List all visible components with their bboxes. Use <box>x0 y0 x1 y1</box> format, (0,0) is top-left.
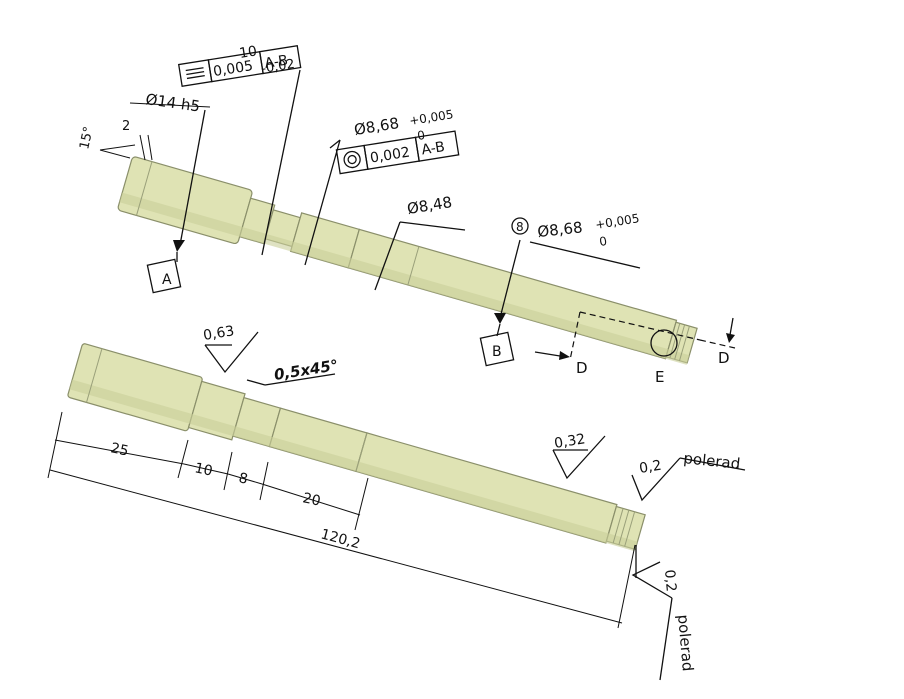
symmetry-datum: A-B <box>263 53 289 72</box>
dia-868-a-label: Ø8,68 <box>353 114 400 139</box>
bottom-shaft-view <box>67 343 646 552</box>
dia-868-a-lower: 0 <box>416 128 426 143</box>
dia-14-label: Ø14 h5 <box>144 90 201 115</box>
dia-868-a-upper: +0,005 <box>408 107 454 128</box>
symmetry-tolerance-frame: 0,005 A-B <box>177 45 302 88</box>
concentricity-frame: 0,002 A-B <box>335 130 460 175</box>
dia-868-b-upper: +0,005 <box>594 211 640 232</box>
dim-10-tolerance: -0,02 <box>260 57 296 77</box>
dia-868-b-lower: 0 <box>598 234 608 249</box>
roughness-02-a: 0,2 <box>638 458 662 477</box>
dia-848-label: Ø8,48 <box>406 193 453 218</box>
polerad-b: polerad <box>674 614 697 672</box>
section-d-left: D <box>576 359 588 377</box>
datum-a-label: A <box>162 272 172 288</box>
datum-a-box <box>146 258 182 294</box>
datum-b-label: B <box>492 344 502 360</box>
dim-10: 10 <box>193 460 214 479</box>
detail-e-circle <box>650 329 678 357</box>
dim-10-label: 10 <box>238 43 258 62</box>
polerad-a: polerad <box>683 449 742 473</box>
roughness-02-b: 0,2 <box>661 569 679 593</box>
roughness-032: 0,32 <box>553 431 586 452</box>
dim-8: 8 <box>237 470 249 488</box>
dim-20: 20 <box>301 490 322 509</box>
datum-b-box <box>479 331 515 367</box>
top-shaft-view <box>117 156 698 365</box>
detail-e-label: E <box>655 368 664 386</box>
chamfer-note: 0,5x45° <box>273 356 340 384</box>
modifier-8-circle <box>511 217 529 235</box>
dim-25: 25 <box>109 440 130 459</box>
chamfer-angle-label: 15° <box>77 125 96 151</box>
chamfer-length-label: 2 <box>122 119 130 134</box>
dia-868-b-label: Ø8,68 <box>537 218 584 241</box>
concentricity-value: 0,002 <box>369 145 411 167</box>
roughness-063: 0,63 <box>202 323 235 344</box>
dim-1202: 120,2 <box>319 526 362 552</box>
section-d-right: D <box>718 349 730 367</box>
modifier-8: 8 <box>516 220 524 234</box>
concentricity-datum: A-B <box>420 139 446 158</box>
symmetry-value: 0,005 <box>212 58 254 80</box>
